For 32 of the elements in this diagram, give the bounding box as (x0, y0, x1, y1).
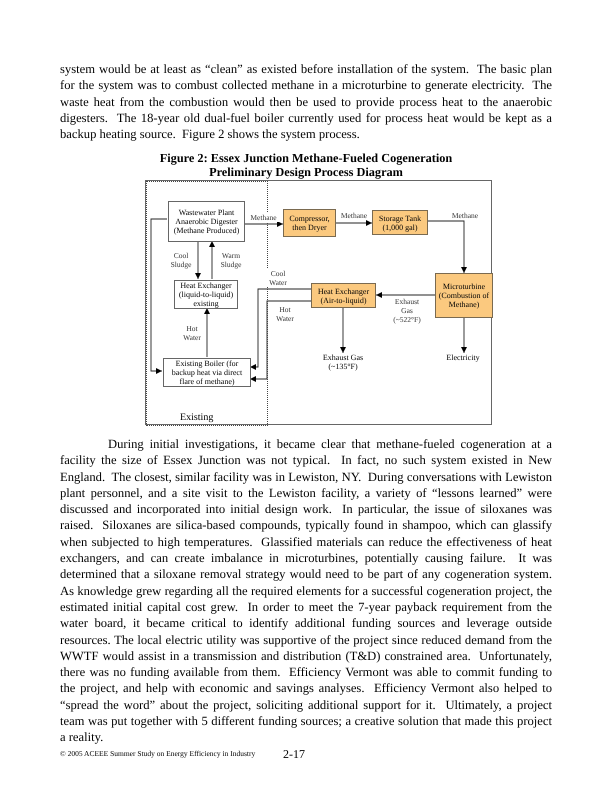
node-text: Heat Exchanger (Air-to-liquid) (316, 286, 370, 304)
flow-arrow (195, 240, 201, 280)
figure-title: Figure 2: Essex Junction Methane-Fueled Cogeneration Preliminary Design Process Diagram (158, 152, 454, 179)
node-text: Microturbine (Combustion of Methane) (438, 282, 490, 309)
process-box (372, 210, 428, 235)
flow-arrow (209, 240, 215, 280)
page-number: 2-17 (283, 746, 305, 763)
flow-arrow (150, 218, 168, 374)
body-paragraph: During initial investigations, it became clear that methane-fueled cogeneration at a facility the size of Essex Junction was not typical. In fact, no such system existed in New England. The closest, similar facility was in Lewiston, NY. During conversations with Lewiston plant personnel, and a site visit to the Lewiston facility, a variety of “lessons learned” were discussed and incorporated into initial design work. In particular, the issue of siloxanes was raised. Siloxanes are silica-based compounds, typically found in shampoo, which can glassify when subjected to high temperatures. Glassified materials can reduce the effectiveness of heat exchangers, and can create imbalance in microturbines, potentially causing failure. It was determined that a siloxane removal strategy would need to be part of any cogeneration system. As knowledge grew regarding all the required elements for a successful cogeneration project, the estimated initial capital cost grew. In order to meet the 7-year payback requirement from the water board, it became critical to identify additional funding sources and leverage outside resources. The local electric utility was supportive of the project since reduced demand from the WWTF would assist in a transmission and distribution (T&D) constrained area. Unfortunately, there was no funding available from them. Efficiency Vermont was able to commit funding to the project, and help with economic and savings analyses. Efficiency Vermont also helped to “spread the word” about the project, soliciting additional support for it. Ultimately, a project team was put together with 5 different funding sources; a creative solution that made this project a reality. (60, 436, 552, 746)
flow-arrow (250, 288, 312, 370)
body-paragraph: system would be at least as “clean” as existed before installation of the system. The basic plan for the system was to combust collected methane in a microturbine to generate electricity. The waste heat from the combustion would then be used to provide process heat to the anaerobic digesters. The 18-year old dual-fuel boiler currently used for process heat would be kept as a backup heating source. Figure 2 shows the system process. (60, 61, 552, 142)
flow-arrow (244, 221, 284, 227)
flow-arrow (204, 308, 210, 358)
flow-arrow (376, 292, 436, 298)
process-box (311, 283, 376, 308)
node-text: Exhaust Gas (~135°F) (322, 353, 364, 371)
process-box (163, 358, 251, 387)
flow-arrow (336, 220, 372, 226)
flow-arrow (250, 300, 312, 382)
flow-arrow (428, 220, 467, 274)
node-text: Existing Boiler (for backup heat via direct flare of methane) (170, 359, 244, 386)
process-box (435, 273, 493, 318)
process-box (283, 209, 336, 237)
process-box (168, 201, 245, 242)
flow-arrow (461, 318, 467, 354)
node-text: Storage Tank (1,000 gal) (378, 214, 422, 232)
node-text: Compressor, then Dryer (288, 214, 331, 232)
node-text: Wastewater Plant Anaerobic Digester (Methane Produced) (172, 208, 240, 235)
node-text: Electricity (445, 353, 481, 362)
node-text: Heat Exchanger (liquid-to-liquid) existing (178, 281, 234, 308)
region-label: Existing (180, 413, 214, 423)
flow-arrow (340, 308, 346, 354)
